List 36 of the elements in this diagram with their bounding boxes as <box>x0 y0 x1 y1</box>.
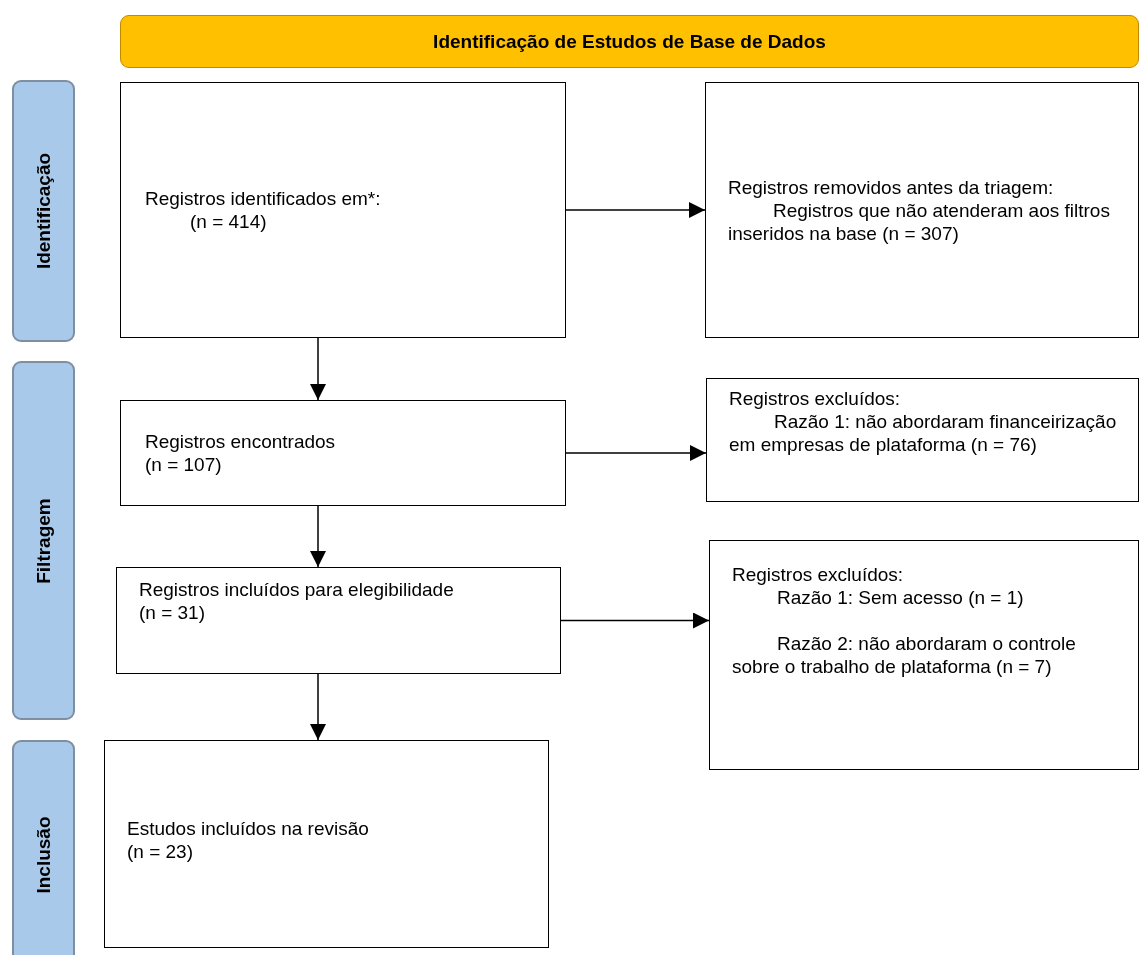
box-text: (n = 107) <box>145 453 223 476</box>
process-box <box>120 400 566 506</box>
box-text: (n = 414) <box>189 210 268 233</box>
phase-band <box>12 80 75 342</box>
box-text: Registros que não atenderam aos filtros inseridos na base (n = 307) <box>728 198 1111 245</box>
box-text: (n = 31) <box>139 601 206 624</box>
phase-label: Identificação <box>32 152 55 270</box>
box-text: Registros excluídos: <box>732 563 905 586</box>
box-text: Registros incluídos para elegibilidade <box>139 578 455 601</box>
header-text: Identificação de Estudos de Base de Dados <box>433 30 826 53</box>
arrow <box>310 337 326 401</box>
phase-label: Filtragem <box>32 497 55 584</box>
box-text: Estudos incluídos na revisão <box>127 817 370 840</box>
process-box <box>705 82 1139 338</box>
phase-header <box>120 15 1139 68</box>
arrow <box>565 202 706 218</box>
process-box <box>120 82 566 338</box>
phase-band <box>12 361 75 720</box>
arrow <box>310 673 326 741</box>
box-text: Registros identificados em*: <box>145 187 382 210</box>
arrow <box>565 445 707 461</box>
box-text: Registros encontrados <box>145 430 337 453</box>
process-box <box>706 378 1139 502</box>
box-text: Registros removidos antes da triagem: <box>728 175 1055 199</box>
box-text: Registros excluídos: <box>729 387 902 410</box>
box-text: Razão 1: Sem acesso (n = 1) <box>776 586 1025 609</box>
box-text: Razão 1: não abordaram financeirização em empresas de plataforma (n = 76) <box>729 410 1118 456</box>
process-box <box>709 540 1139 770</box>
arrow <box>560 612 710 629</box>
box-text: Razão 2: não abordaram o controle sobre o trabalho de plataforma (n = 7) <box>732 632 1077 678</box>
phase-label: Inclusão <box>32 816 55 894</box>
phase-band <box>12 740 75 955</box>
process-box <box>116 567 561 674</box>
process-box <box>104 740 549 948</box>
box-text: (n = 23) <box>127 840 194 863</box>
arrow <box>310 505 326 568</box>
